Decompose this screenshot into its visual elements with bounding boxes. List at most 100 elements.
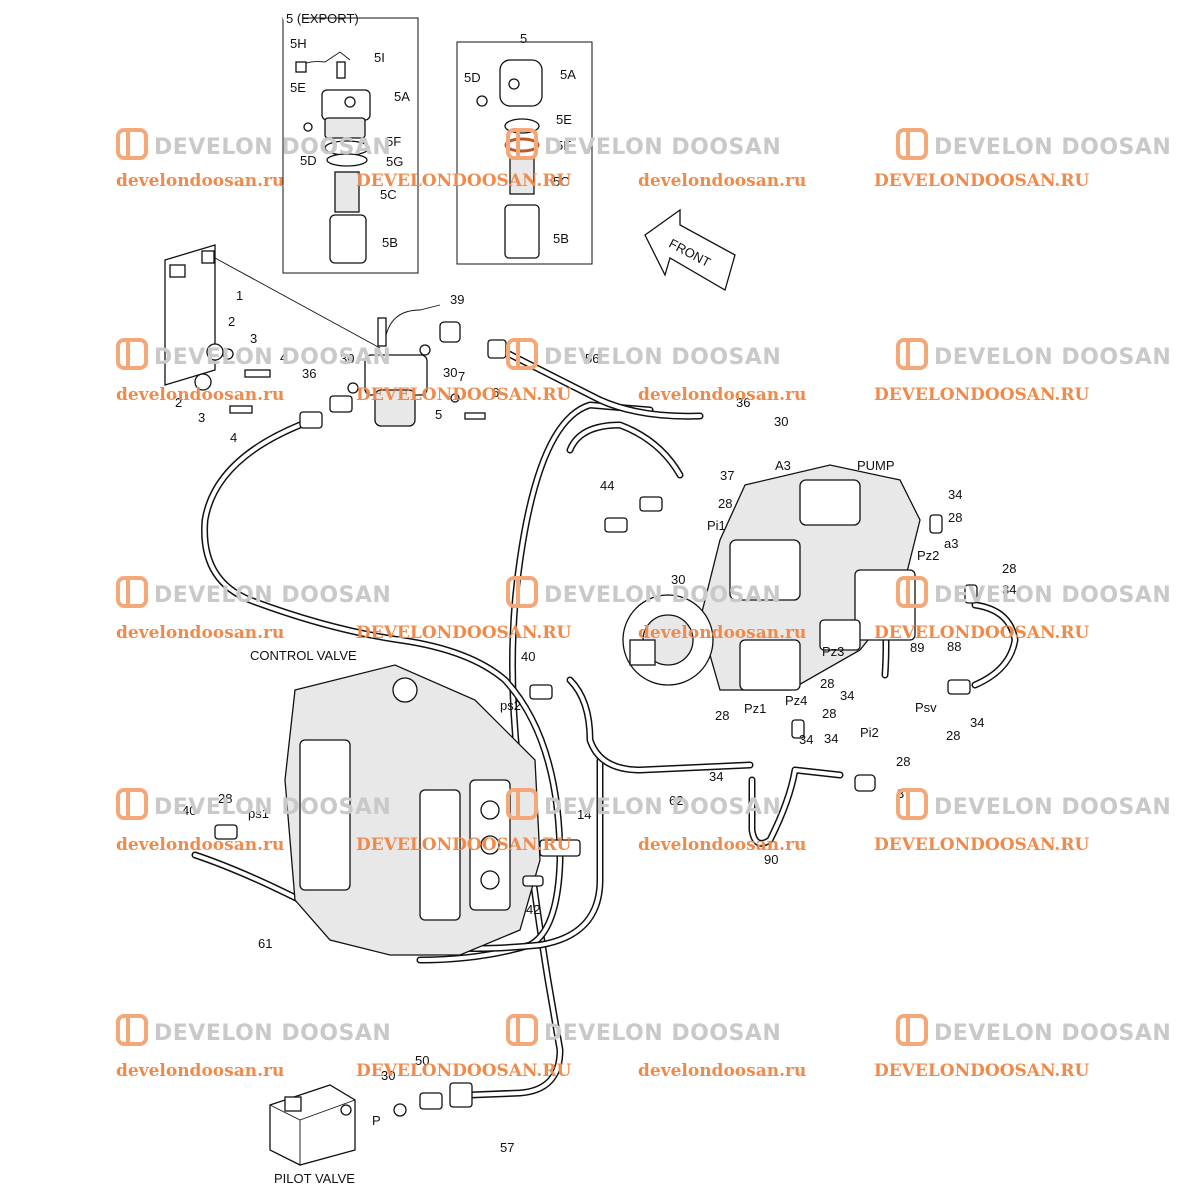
port-label-Pi2: Pi2 xyxy=(860,725,879,740)
watermark-r4c1: DEVELON DOOSAN develondoosan.ru xyxy=(116,788,391,855)
part-callout: 3 xyxy=(250,331,257,346)
part-callout: 42 xyxy=(526,902,540,917)
standard-inset-title: 5 xyxy=(520,31,527,46)
port-label-Pz4: Pz4 xyxy=(785,693,807,708)
part-callout: 37 xyxy=(720,468,734,483)
watermark-r3c4: DEVELONDOOSAN.RU xyxy=(874,623,1089,643)
part-callout: 40 xyxy=(182,803,196,818)
part-callout: 39 xyxy=(450,292,464,307)
part-callout: 1 xyxy=(236,288,243,303)
develon-doosan-logo-icon xyxy=(506,1014,538,1046)
export-inset: 5 (EXPORT) xyxy=(282,11,419,274)
part-callout: 28 xyxy=(218,791,232,806)
part-callout: 2 xyxy=(175,395,182,410)
part-callout: 5B xyxy=(553,231,569,246)
develon-doosan-logo-icon xyxy=(116,788,148,820)
pilot-valve-label: PILOT VALVE xyxy=(274,1171,355,1186)
watermark-url: DEVELONDOOSAN.RU xyxy=(356,171,571,191)
part-callout: 62 xyxy=(669,793,683,808)
port-label-a3: a3 xyxy=(944,536,958,551)
watermark-r1c3: DEVELON DOOSAN develondoosan.ru xyxy=(638,128,1171,191)
part-callout: 36 xyxy=(736,395,750,410)
watermark-brand: DEVELON DOOSAN xyxy=(544,795,781,820)
part-callout: 30 xyxy=(340,351,354,366)
watermark-url: develondoosan.ru xyxy=(638,171,806,191)
watermark-url: develondoosan.ru xyxy=(638,1061,806,1081)
part-callout: 5A xyxy=(394,89,410,104)
develon-doosan-logo-icon xyxy=(896,128,928,160)
port-labels: A3 a3 Pi1 Pi2 Pz1 Pz2 Pz3 Pz4 Psv ps1 ps… xyxy=(248,458,958,1128)
port-label-Pz2: Pz2 xyxy=(917,548,939,563)
develon-doosan-logo-icon xyxy=(116,338,148,370)
watermark-brand: DEVELON DOOSAN xyxy=(544,345,781,370)
watermark-url: develondoosan.ru xyxy=(116,1061,284,1081)
part-callout: 5F xyxy=(386,134,401,149)
watermark-brand: DEVELON DOOSAN xyxy=(544,135,781,160)
control-valve xyxy=(214,664,581,956)
solenoid-valve-5 xyxy=(299,304,507,429)
watermark-url: DEVELONDOOSAN.RU xyxy=(356,1061,571,1081)
part-callout: 4 xyxy=(280,350,287,365)
part-callout: 34 xyxy=(799,732,813,747)
develon-doosan-logo-icon xyxy=(506,788,538,820)
watermark-url: DEVELONDOOSAN.RU xyxy=(874,623,1089,643)
watermark-r2c4: DEVELONDOOSAN.RU xyxy=(874,385,1089,405)
port-label-ps2: ps2 xyxy=(500,698,521,713)
develon-doosan-logo-icon xyxy=(506,576,538,608)
part-callout: 30 xyxy=(774,414,788,429)
standard-inset: 5 xyxy=(456,31,593,265)
part-callout: 34 xyxy=(970,715,984,730)
part-callout: 89 xyxy=(910,640,924,655)
watermark-url: DEVELONDOOSAN.RU xyxy=(874,1061,1089,1081)
watermark-url: DEVELONDOOSAN.RU xyxy=(356,835,571,855)
watermark-url: develondoosan.ru xyxy=(638,835,806,855)
part-callout: 34 xyxy=(948,487,962,502)
watermark-r3c3: DEVELON DOOSAN develondoosan.ru xyxy=(638,576,1171,643)
part-callout: 5D xyxy=(300,153,317,168)
export-inset-title: 5 (EXPORT) xyxy=(286,11,359,26)
part-callout: 44 xyxy=(600,478,614,493)
part-callout: 4 xyxy=(230,430,237,445)
watermark-brand: DEVELON DOOSAN xyxy=(154,583,391,608)
standard-inset-callouts: 5D 5A 5E 5F 5C 5B xyxy=(464,67,576,246)
watermark-r4c3: DEVELON DOOSAN develondoosan.ru xyxy=(638,788,1171,855)
develon-doosan-logo-icon xyxy=(116,576,148,608)
part-callout: 30 xyxy=(443,365,457,380)
part-callout: 28 xyxy=(896,754,910,769)
watermark-url: DEVELONDOOSAN.RU xyxy=(356,623,571,643)
watermark-url: DEVELONDOOSAN.RU xyxy=(356,385,571,405)
part-callout: 28 xyxy=(1002,561,1016,576)
watermark-brand: DEVELON DOOSAN xyxy=(544,583,781,608)
pilot-valve xyxy=(269,1082,473,1166)
part-callout: 28 xyxy=(715,708,729,723)
port-label-Pi1: Pi1 xyxy=(707,518,726,533)
watermark-brand: DEVELON DOOSAN xyxy=(154,1021,391,1046)
part-callout: 30 xyxy=(671,572,685,587)
watermark-url: develondoosan.ru xyxy=(116,623,284,643)
watermark-r2c3: DEVELON DOOSAN develondoosan.ru xyxy=(638,338,1171,405)
part-callout: 28 xyxy=(820,676,834,691)
port-label-Psv: Psv xyxy=(915,700,937,715)
part-callout: 3 xyxy=(198,410,205,425)
part-callout: 5E xyxy=(556,112,572,127)
watermark-r3c2: DEVELON DOOSAN DEVELONDOOSAN.RU xyxy=(356,576,781,643)
watermark-brand: DEVELON DOOSAN xyxy=(934,1021,1171,1046)
develon-doosan-logo-icon xyxy=(896,338,928,370)
pump-label: PUMP xyxy=(857,458,895,473)
watermarks: DEVELON DOOSAN develondoosan.ru DEVELON … xyxy=(116,128,1171,1081)
watermark-url: develondoosan.ru xyxy=(116,835,284,855)
watermark-r3c1: DEVELON DOOSAN develondoosan.ru xyxy=(116,576,391,643)
watermark-r5c3: DEVELON DOOSAN develondoosan.ru xyxy=(638,1014,1171,1081)
part-callout: 5B xyxy=(382,235,398,250)
watermark-r5c4: DEVELONDOOSAN.RU xyxy=(874,1061,1089,1081)
develon-doosan-logo-icon xyxy=(506,128,538,160)
watermark-brand: DEVELON DOOSAN xyxy=(934,795,1171,820)
part-callout: 28 xyxy=(822,706,836,721)
part-callout: 6 xyxy=(492,385,499,400)
part-callout: 34 xyxy=(1002,582,1016,597)
part-callout: 5F xyxy=(556,138,571,153)
port-label-Pz3: Pz3 xyxy=(822,644,844,659)
part-callout: 28 xyxy=(718,496,732,511)
watermark-r5c1: DEVELON DOOSAN develondoosan.ru xyxy=(116,1014,391,1081)
